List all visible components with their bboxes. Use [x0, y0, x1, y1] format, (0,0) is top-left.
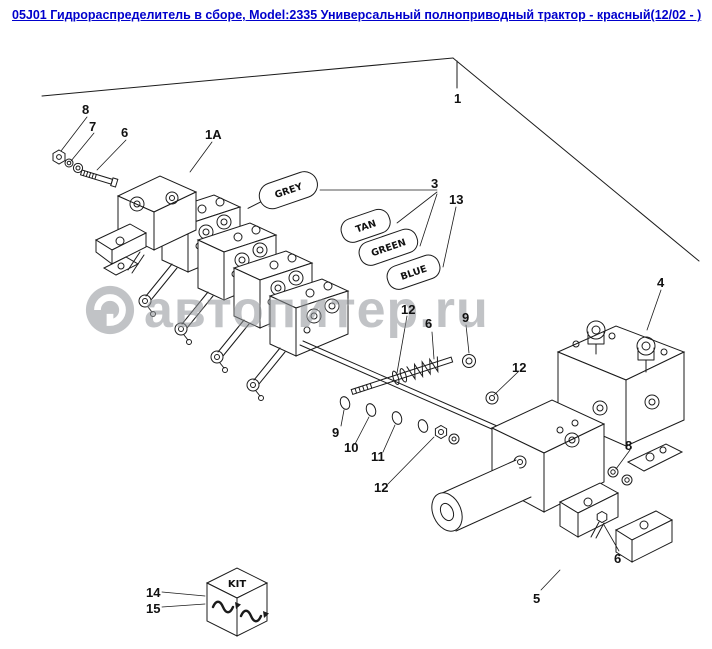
frame-border — [41, 57, 700, 262]
stud-spring-assembly — [350, 356, 454, 396]
accumulator-cylinder — [431, 459, 532, 532]
o-ring-set — [339, 396, 460, 445]
mounting-feet — [558, 443, 684, 563]
spool-tan: TAN — [340, 208, 391, 243]
kit-label: KIT — [228, 579, 246, 590]
stud-6 — [79, 169, 119, 188]
washers-8-right — [607, 466, 633, 486]
spool-grey: GREY — [247, 171, 318, 210]
control-levers — [138, 263, 286, 401]
o-ring-9 — [462, 354, 476, 368]
washer-12 — [485, 391, 499, 405]
valve-body-4 — [268, 278, 350, 357]
washers-7 — [64, 158, 84, 174]
end-cover-assembly-1a — [94, 175, 198, 276]
leader-lines — [60, 116, 662, 608]
spool-green: GREEN — [358, 228, 419, 266]
kit-box: KIT — [205, 567, 269, 637]
tie-rods — [299, 340, 498, 431]
spool-blue: BLUE — [386, 254, 441, 290]
fastener-nut-8 — [52, 149, 66, 165]
kit-wavy-arrows-icon — [211, 600, 269, 623]
bolt-6-right — [590, 510, 608, 539]
page-title[interactable]: 05J01 Гидрораспределитель в сборе, Model… — [12, 8, 702, 22]
